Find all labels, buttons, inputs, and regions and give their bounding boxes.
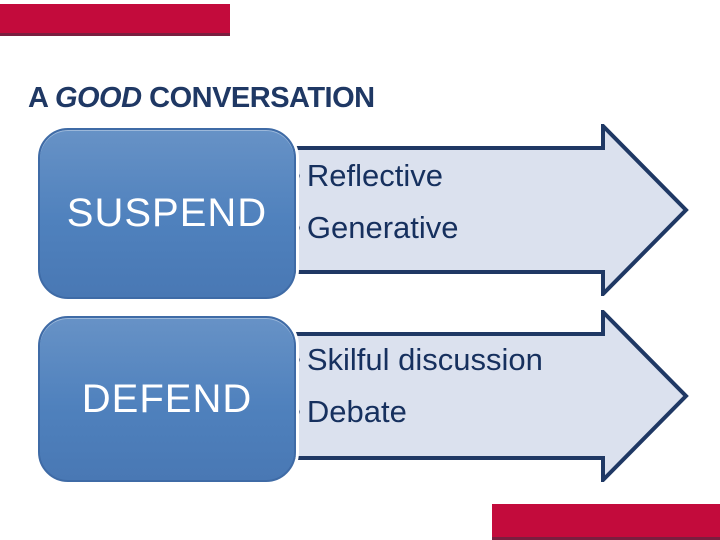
top-left-red-accent-bar (0, 4, 230, 36)
list-item: • Debate (290, 386, 620, 438)
bullet-text: Generative (306, 210, 459, 245)
bullet-list-suspend: • Reflective • Generative (290, 150, 620, 254)
bullet-text: Reflective (306, 158, 443, 193)
right-arrow-shape-1 (270, 124, 689, 296)
term-box-label: SUSPEND (66, 191, 268, 235)
term-box-label: DEFEND (81, 376, 253, 421)
term-box-suspend: SUSPEND (38, 128, 296, 299)
bullet-text: Debate (306, 394, 407, 429)
list-item: • Generative (290, 202, 620, 254)
right-arrow-shape-2 (270, 310, 689, 482)
bottom-right-red-accent-bar (492, 504, 720, 540)
title-emphasis-word: GOOD (54, 82, 142, 114)
list-item: • Skilful discussion (290, 334, 620, 386)
list-item: • Reflective (290, 150, 620, 202)
right-arrow-polygon-1 (270, 124, 689, 296)
slide-title: A GOOD CONVERSATION (28, 82, 375, 115)
title-suffix: CONVERSATION (141, 82, 375, 114)
bullet-list-defend: • Skilful discussion • Debate (290, 334, 620, 438)
term-box-defend: DEFEND (38, 316, 296, 482)
title-prefix: A (28, 82, 55, 114)
bullet-text: Skilful discussion (306, 342, 543, 377)
right-arrow-polygon-2 (270, 310, 689, 482)
